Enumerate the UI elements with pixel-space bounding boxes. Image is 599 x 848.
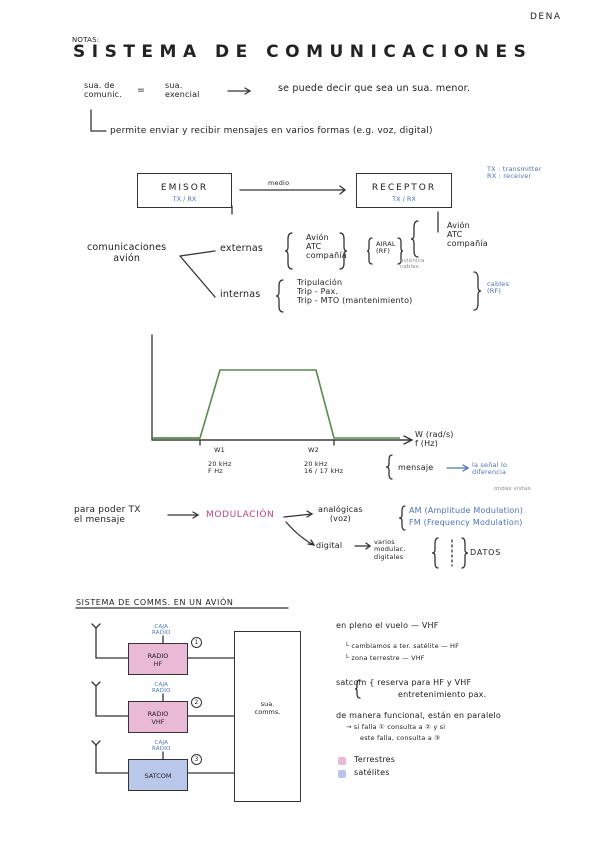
note-8: este falla, consulta a ③ xyxy=(360,734,441,742)
note-1: en pleno el vuelo — VHF xyxy=(336,621,439,630)
intro-equals: = xyxy=(137,85,146,96)
plot-mensaje-note2: ondas vistas xyxy=(494,486,531,492)
notes-label: NOTAS: xyxy=(72,36,100,44)
mod-analog: analógicas(voz) xyxy=(318,505,363,524)
legend-satelites: satélites xyxy=(354,768,390,777)
radio-hf-number: 1 xyxy=(191,637,202,648)
mod-datos: DATOS xyxy=(470,548,502,557)
mod-center: MODULACIÓN xyxy=(206,510,275,520)
satcom-number: 3 xyxy=(191,754,202,765)
corner-label: DENA xyxy=(530,12,562,22)
note-2: └ cambiamos a ter. satélite — HF xyxy=(345,642,460,650)
mod-digital: digital xyxy=(316,541,343,550)
tree-int-note: cables(RF) xyxy=(487,280,510,296)
radio-vhf-number: 2 xyxy=(191,697,202,708)
emisor-label: EMISOR xyxy=(160,183,209,193)
note-4: satcom { reserva para HF y VHF xyxy=(336,678,472,687)
emisor-sub: TX / RX xyxy=(172,195,197,203)
satcom-label: SATCOM xyxy=(144,772,172,780)
tree-ext-note: AIRAL(RF) xyxy=(376,240,396,256)
legend-swatch-blue xyxy=(338,770,346,778)
intro-rhs: sua.exencial xyxy=(165,81,200,100)
plot-w1: W1 xyxy=(214,446,225,454)
sua-comms-label: sua.comms. xyxy=(254,700,281,716)
plot-w2: W2 xyxy=(308,446,319,454)
plot-xlabel: W (rad/s)f (Hz) xyxy=(415,430,454,449)
note-6: de manera funcional, están en paralelo xyxy=(336,711,502,720)
emisor-box: EMISOR TX / RX xyxy=(137,173,232,208)
note-7: → si falla ① consulta a ② y si xyxy=(346,723,446,731)
satcom-box: SATCOM xyxy=(128,759,188,791)
receptor-label: RECEPTOR xyxy=(371,183,437,193)
mod-fm-text: FM (Frequency Modulation) xyxy=(409,518,523,527)
sua-comms-box: sua.comms. xyxy=(234,631,301,802)
receptor-sub: TX / RX xyxy=(392,195,416,203)
page-title: SISTEMA DE COMUNICACIONES xyxy=(73,42,533,62)
receptor-box: RECEPTOR TX / RX xyxy=(356,173,452,208)
section2-heading: SISTEMA DE COMMS. EN UN AVIÓN xyxy=(76,598,234,607)
legend-terrestres: Terrestres xyxy=(354,755,396,764)
note-3: └ zona terrestre — VHF xyxy=(345,654,425,662)
tree-externas: externas xyxy=(220,243,264,254)
intro-subtext: permite enviar y recibir mensajes en var… xyxy=(110,126,433,136)
intro-text: se puede decir que sea un sua. menor. xyxy=(278,83,471,94)
tree-internas: internas xyxy=(220,289,261,300)
note-5: entretenimiento pax. xyxy=(398,690,487,699)
medio-label: medio xyxy=(268,179,290,187)
legend-swatch-pink xyxy=(338,757,346,765)
plot-mensaje: mensaje xyxy=(398,463,434,472)
mod-am-text: AM (Amplitude Modulation) xyxy=(409,506,524,516)
